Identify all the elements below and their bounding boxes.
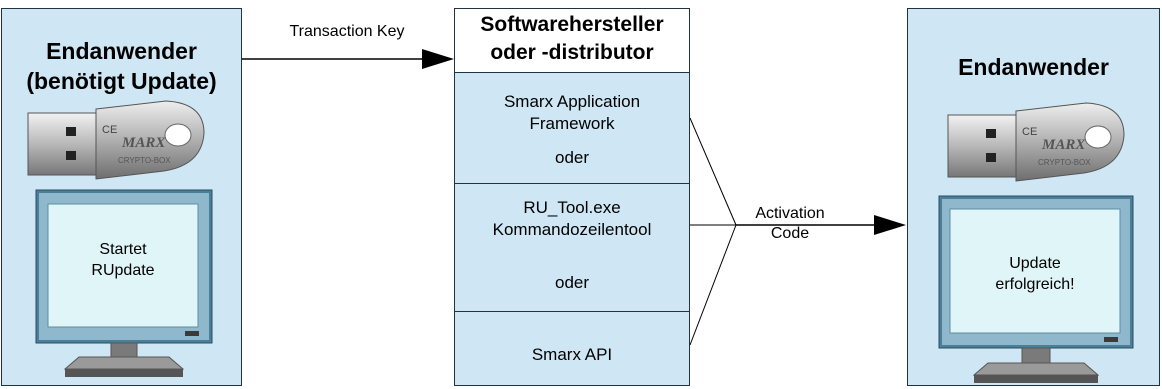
- dongle-product-text: CRYPTO-BOX: [1038, 158, 1091, 167]
- framework-line2: Framework: [529, 114, 615, 133]
- left-screen-line1: Startet: [99, 241, 147, 258]
- left-title-line2: (benötigt Update): [26, 68, 217, 94]
- left-screen-text: Startet RUpdate: [48, 239, 198, 281]
- smarx-api-text: Smarx API: [531, 345, 613, 364]
- right-screen-text: Update erfolgreich!: [950, 253, 1120, 295]
- transaction-key-arrowhead: [422, 49, 454, 69]
- framework-line1: Smarx Application: [503, 92, 641, 111]
- vendor-header-box: Softwarehersteller oder -distributor: [455, 9, 689, 72]
- left-screen-line2: RUpdate: [91, 262, 155, 279]
- monitor-icon: [35, 189, 213, 377]
- framework-connector-line: [689, 117, 737, 226]
- end-user-panel: Endanwender CE MARX CRYPTO-BOX Update er…: [907, 8, 1160, 386]
- right-panel-title: Endanwender: [958, 54, 1109, 80]
- smarx-framework-box: Smarx Application Framework oder: [455, 72, 689, 184]
- vendor-title-line2: oder -distributor: [490, 41, 654, 64]
- dongle-ce-mark: CE: [102, 124, 117, 136]
- framework-or: oder: [554, 148, 590, 167]
- right-screen-line1: Update: [1009, 255, 1061, 272]
- dongle-ce-mark: CE: [1022, 126, 1037, 138]
- end-user-needs-update-panel: Endanwender (benötigt Update) CE MARX CR…: [1, 8, 242, 386]
- smarx-api-box: Smarx API: [455, 311, 689, 388]
- dongle-brand-text: MARX: [1041, 137, 1086, 153]
- left-panel-title: Endanwender (benötigt Update): [2, 36, 241, 96]
- right-screen-line2: erfolgreich!: [995, 276, 1075, 293]
- api-connector-line: [689, 224, 737, 346]
- usb-dongle-icon: CE MARX CRYPTO-BOX: [947, 102, 1125, 182]
- monitor-icon: [938, 195, 1134, 383]
- rutool-line2: Kommandozeilentool: [492, 220, 652, 239]
- activation-code-label: Activation Code: [730, 204, 850, 244]
- dongle-product-text: CRYPTO-BOX: [118, 156, 171, 165]
- usb-dongle-icon: CE MARX CRYPTO-BOX: [27, 100, 205, 180]
- activation-code-arrowhead: [874, 215, 906, 235]
- activation-code-label-line2: Code: [770, 225, 810, 242]
- ru-tool-box: RU_Tool.exe Kommandozeilentool oder: [455, 183, 689, 312]
- vendor-distributor-column: Softwarehersteller oder -distributor Sma…: [454, 8, 690, 386]
- transaction-key-label: Transaction Key: [289, 23, 405, 40]
- dongle-brand-text: MARX: [121, 135, 166, 151]
- left-title-line1: Endanwender: [46, 38, 197, 64]
- rutool-or: oder: [554, 273, 590, 292]
- vendor-title-line1: Softwarehersteller: [480, 13, 664, 36]
- rutool-line1: RU_Tool.exe: [523, 198, 621, 217]
- activation-code-label-line1: Activation: [755, 205, 825, 222]
